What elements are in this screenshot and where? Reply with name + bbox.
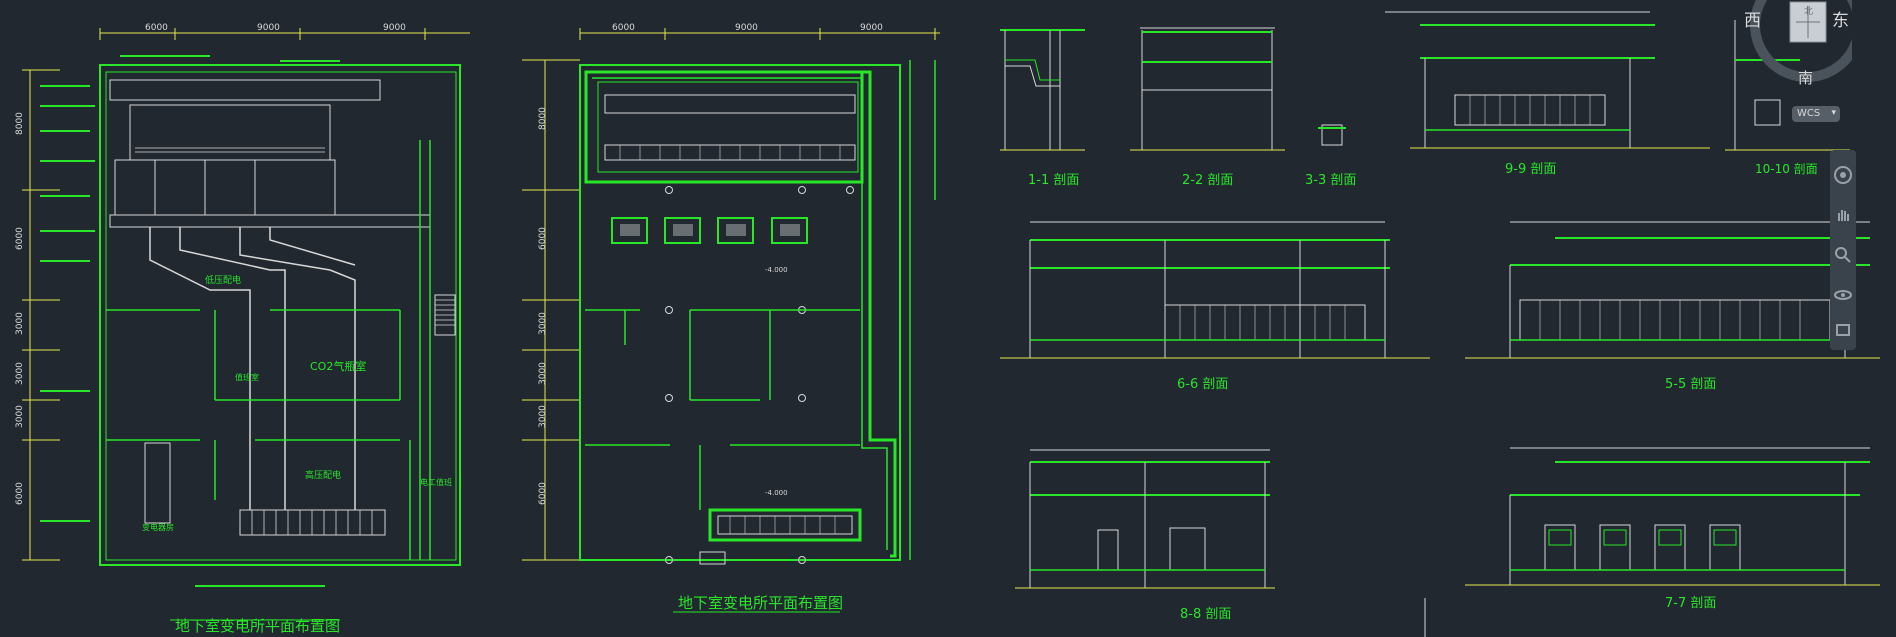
plan2-left-dim-3: 3000 (538, 312, 548, 335)
viewcube-south[interactable]: 南 (1798, 69, 1813, 87)
section-2-2-label: 2-2 剖面 (1182, 173, 1233, 188)
viewcube-north[interactable]: 北 (1804, 6, 1813, 17)
plan1-top-dim-1: 6000 (145, 23, 168, 33)
plan2-elevation-2: -4.000 (765, 489, 788, 497)
wcs-label: WCS (1797, 108, 1821, 119)
plan1-left-dim-5: 3000 (15, 405, 25, 428)
steering-wheel-icon[interactable] (1833, 165, 1853, 185)
plan1-room-transformer: 变电器房 (142, 522, 174, 532)
plan2-top-dim-1: 6000 (612, 23, 635, 33)
plan1-room-duty: 值班室 (235, 372, 259, 382)
plan2-left-dim-5: 3000 (538, 405, 548, 428)
section-7-7[interactable]: 7-7 剖面 (1465, 447, 1880, 611)
plan2-top-dim-3: 9000 (860, 23, 883, 33)
zoom-icon[interactable] (1833, 245, 1853, 265)
section-1-1[interactable]: 1-1 剖面 (1000, 29, 1085, 188)
plan1-room-electrician: 电工值班 (420, 477, 452, 487)
plan2-elevation-1: -4.000 (765, 266, 788, 274)
orbit-icon[interactable] (1833, 285, 1853, 305)
section-5-5-label: 5-5 剖面 (1665, 377, 1716, 392)
section-2-2[interactable]: 2-2 剖面 (1130, 27, 1285, 188)
plan2-left-dim-6: 6000 (538, 482, 548, 505)
section-7-7-label: 7-7 剖面 (1665, 596, 1716, 611)
section-1-1-label: 1-1 剖面 (1028, 173, 1079, 188)
plan1-room-lv: 低压配电 (205, 274, 241, 286)
plan1-left-dim-1: 8000 (15, 112, 25, 135)
section-10-10-label: 10-10 剖面 (1755, 162, 1818, 176)
section-3-3[interactable]: 3-3 剖面 (1305, 124, 1356, 188)
plan2-title: 地下室变电所平面布置图 (678, 594, 843, 612)
chevron-down-icon: ▾ (1831, 108, 1836, 118)
section-9-9[interactable]: 9-9 剖面 (1385, 11, 1710, 177)
plan1-room-hv: 高压配电 (305, 469, 341, 481)
plan1-top-dim-2: 9000 (257, 23, 280, 33)
plan-2[interactable]: 6000 9000 9000 8000 6000 3000 3000 3000 … (522, 23, 940, 613)
plan1-left-dim-4: 3000 (15, 362, 25, 385)
plan1-left-dim-2: 6000 (15, 227, 25, 250)
plan2-top-dim-2: 9000 (735, 23, 758, 33)
plan1-top-dim-3: 9000 (383, 23, 406, 33)
wcs-button[interactable]: WCS ▾ (1792, 106, 1840, 122)
plan1-left-dim-3: 3000 (15, 312, 25, 335)
navigation-bar[interactable] (1830, 150, 1856, 350)
pan-hand-icon[interactable] (1833, 205, 1853, 225)
plan1-room-co2: CO2气瓶室 (310, 359, 366, 373)
plan2-left-dim-2: 6000 (538, 227, 548, 250)
section-9-9-label: 9-9 剖面 (1505, 162, 1556, 177)
section-6-6[interactable]: 6-6 剖面 (1000, 221, 1430, 392)
viewcube[interactable]: 西 东 南 北 WCS (1742, 0, 1864, 122)
section-6-6-label: 6-6 剖面 (1177, 377, 1228, 392)
showmotion-icon[interactable] (1833, 320, 1853, 340)
plan2-left-dim-1: 8000 (538, 107, 548, 130)
section-10-10[interactable]: 10-10 剖面 (1725, 20, 1850, 176)
section-8-8-label: 8-8 剖面 (1180, 607, 1231, 622)
plan1-title: 地下室变电所平面布置图 (175, 617, 340, 635)
viewcube-east[interactable]: 东 (1832, 11, 1849, 31)
plan1-left-dim-6: 6000 (15, 482, 25, 505)
viewcube-west[interactable]: 西 (1744, 11, 1761, 31)
plan-1[interactable]: 6000 9000 9000 8000 6000 3000 3000 3000 … (15, 23, 470, 635)
plan2-left-dim-4: 3000 (538, 362, 548, 385)
section-5-5[interactable]: 5-5 剖面 (1465, 221, 1880, 392)
section-3-3-label: 3-3 剖面 (1305, 173, 1356, 188)
section-8-8[interactable]: 8-8 剖面 (1015, 449, 1275, 622)
